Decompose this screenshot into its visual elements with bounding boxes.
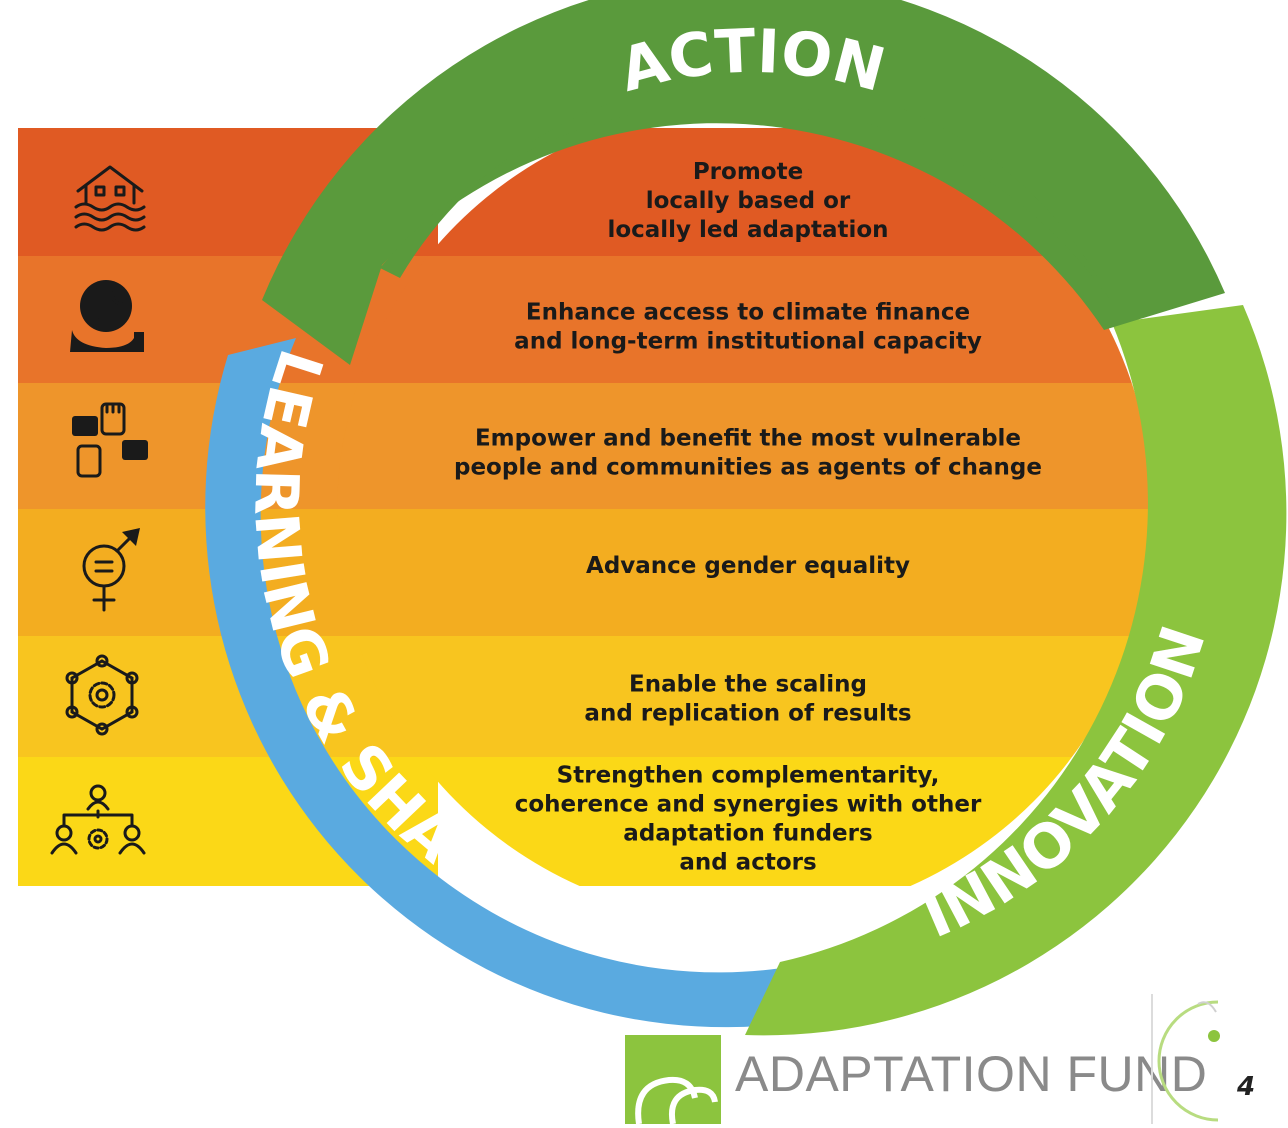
priority-text-line: Advance gender equality	[586, 553, 910, 579]
adaptation-fund-logo-mark	[625, 1035, 721, 1124]
page-number-decoration	[1151, 994, 1220, 1124]
priority-text-line: adaptation funders	[623, 821, 872, 847]
action-arc-inner	[380, 78, 1110, 300]
priority-text-5: Enable the scaling and replication of res…	[584, 672, 911, 727]
logo-text: ADAPTATION FUND	[735, 1046, 1208, 1102]
priority-text-line: and replication of results	[584, 701, 911, 727]
priority-text-line: Enable the scaling	[629, 672, 867, 698]
priority-text-line: and actors	[679, 850, 816, 876]
page-number: 4	[1236, 1072, 1256, 1102]
priority-text-line: and long-term institutional capacity	[514, 329, 982, 355]
gender-equality-icon	[82, 528, 140, 612]
team-gear-icon	[50, 784, 146, 855]
priority-text-line: locally based or	[646, 188, 851, 214]
priority-text-line: locally led adaptation	[607, 217, 888, 243]
priority-text-6: Strengthen complementarity, coherence and…	[515, 763, 982, 876]
priority-text-4: Advance gender equality	[586, 553, 910, 579]
action-arc	[262, 0, 1225, 365]
priority-text-1: Promote locally based or locally led adapt…	[607, 159, 888, 243]
learning-sharing-arc	[205, 338, 782, 1028]
priority-text-line: coherence and synergies with other	[515, 792, 982, 818]
network-gear-icon	[65, 654, 139, 736]
priority-text-2: Enhance access to climate finance and lon…	[514, 300, 982, 355]
adaptation-fund-logo: ADAPTATION FUND	[625, 1035, 1207, 1124]
band-inner-2	[337, 256, 1153, 383]
priority-text-line: Enhance access to climate finance	[526, 300, 970, 326]
flooded-house-icon	[74, 165, 146, 232]
band-inner-5	[337, 636, 1153, 757]
priority-text-3: Empower and benefit the most vulnerable p…	[454, 426, 1042, 481]
priority-text-line: Empower and benefit the most vulnerable	[475, 426, 1021, 452]
globe-hand-icon	[70, 280, 144, 352]
priority-text-line: Strengthen complementarity,	[557, 763, 940, 789]
priority-text-line: people and communities as agents of chan…	[454, 455, 1042, 481]
innovation-arc	[745, 305, 1287, 1036]
band-inner-4	[337, 509, 1153, 636]
priority-text-line: Promote	[693, 159, 803, 185]
joined-hands-icon	[72, 402, 148, 478]
band-inner-3	[337, 383, 1153, 509]
priority-texts: Promote locally based or locally led adapt…	[454, 159, 1042, 876]
